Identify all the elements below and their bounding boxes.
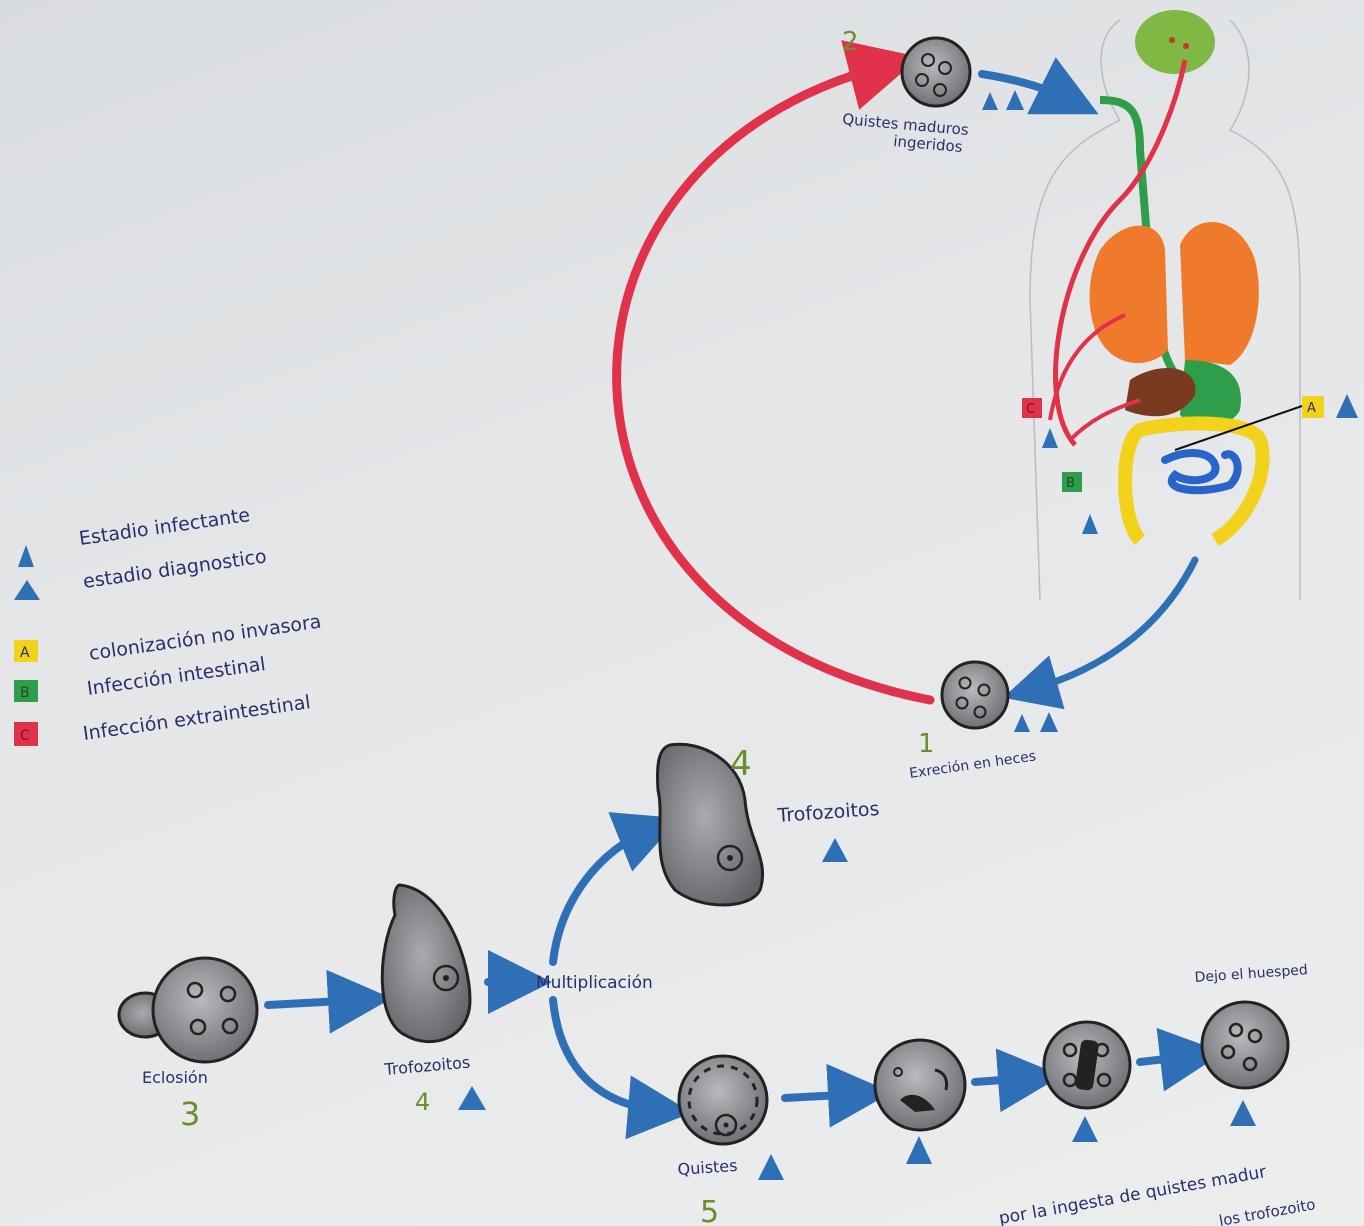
legend-marker-a-letter: A [20, 645, 30, 661]
trophozoite-large [656, 742, 765, 907]
trophozoite-large-nucleus [716, 844, 744, 872]
cysts-number: 5 [700, 1195, 719, 1226]
marker-b [1062, 472, 1082, 492]
footer-note-line2: los trofozoito [1218, 1195, 1317, 1226]
eclosion-label: Eclosión [142, 1068, 208, 1087]
arrow-to-host [978, 57, 1099, 115]
pointer-line-a [1174, 404, 1306, 451]
human-body [1029, 10, 1306, 601]
legend-diagnostic-triangle [14, 580, 40, 600]
multiplication-label: Multiplicación [536, 973, 653, 993]
small-intestine [1161, 449, 1242, 495]
trophozoite-small-number: 4 [415, 1088, 430, 1116]
marker-c-letter: C [1026, 402, 1035, 417]
excreted-cyst [940, 660, 1010, 730]
marker-a [1302, 396, 1324, 418]
legend: Estadio infectante estadio diagnostico A… [14, 504, 323, 746]
precyst [677, 1054, 769, 1146]
arrow-cyst-step-3 [1136, 1027, 1224, 1092]
marker-a-letter: A [1307, 401, 1316, 416]
uninucleate-cyst [873, 1038, 967, 1132]
cysts-triangle [758, 1154, 784, 1180]
stage-1-infective-triangle [1014, 714, 1030, 732]
marker-b-triangle [1082, 514, 1098, 534]
body-outline [1029, 19, 1301, 601]
arrow-eclosion-to-trophozoite [264, 969, 392, 1034]
arrow-cyst-step-1 [781, 1063, 892, 1128]
legend-marker-a [14, 640, 38, 662]
marker-c [1022, 398, 1042, 418]
exit-host-label: Dejo el huesped [1194, 962, 1308, 986]
arrow-cyst-step-2 [971, 1048, 1062, 1113]
eclosion-cyst [117, 956, 259, 1064]
legend-marker-c-letter: C [20, 728, 30, 744]
mature-cyst-triangle [1230, 1100, 1256, 1126]
eclosion-number: 3 [180, 1095, 200, 1133]
stage-1-number: 1 [918, 729, 935, 759]
left-lung [1089, 225, 1168, 364]
legend-extraintestinal-text: Infección extraintestinal [82, 691, 312, 745]
cysts-label: Quistes [677, 1156, 738, 1179]
binucleate-cyst-triangle [1072, 1116, 1098, 1142]
red-path-to-lung [1048, 313, 1126, 421]
arrow-to-large-trophozoite [549, 812, 680, 966]
marker-b-letter: B [1066, 476, 1075, 491]
mature-quadrinucleate-cyst [1200, 1000, 1290, 1090]
stage-2-infective-triangle [982, 92, 998, 110]
trophozoite-large-label: Trofozoitos [776, 798, 880, 827]
large-intestine [1118, 416, 1270, 547]
brain [1135, 10, 1215, 74]
stomach [1180, 360, 1241, 426]
legend-diagnostic-text: estadio diagnostico [82, 545, 268, 593]
arrow-to-excretion [1003, 556, 1199, 710]
stage-2-label-line2: ingeridos [893, 132, 964, 156]
legend-infective-text: Estadio infectante [78, 504, 252, 550]
stage-2-diagnostic-triangle [1006, 90, 1024, 110]
trophozoite-small-triangle [458, 1086, 486, 1110]
trophozoite-small [380, 883, 472, 1044]
right-lung [1180, 222, 1259, 365]
stage-1-diagnostic-triangle [1040, 712, 1058, 732]
stage-2-number: 2 [842, 27, 859, 57]
red-path-to-liver [1068, 398, 1141, 442]
trophozoite-small-nucleus [432, 964, 460, 992]
red-transmission-arc [612, 40, 935, 705]
legend-infective-triangle [18, 545, 34, 567]
arrow-to-cyst-formation [549, 996, 692, 1140]
mature-cyst-ingested [900, 36, 972, 108]
legend-colonization-text: colonización no invasora [88, 611, 323, 665]
trophozoite-large-number: 4 [730, 744, 752, 784]
trophozoite-small-label: Trofozoitos [383, 1053, 471, 1080]
liver [1125, 368, 1196, 417]
uninucleate-cyst-triangle [906, 1136, 932, 1164]
legend-marker-c [14, 722, 38, 746]
legend-marker-b [14, 680, 38, 702]
marker-a-triangle [1336, 394, 1358, 418]
binucleate-cyst [1042, 1020, 1132, 1110]
trophozoite-large-triangle [822, 838, 848, 862]
marker-c-triangle [1042, 428, 1058, 448]
legend-marker-b-letter: B [20, 685, 30, 701]
